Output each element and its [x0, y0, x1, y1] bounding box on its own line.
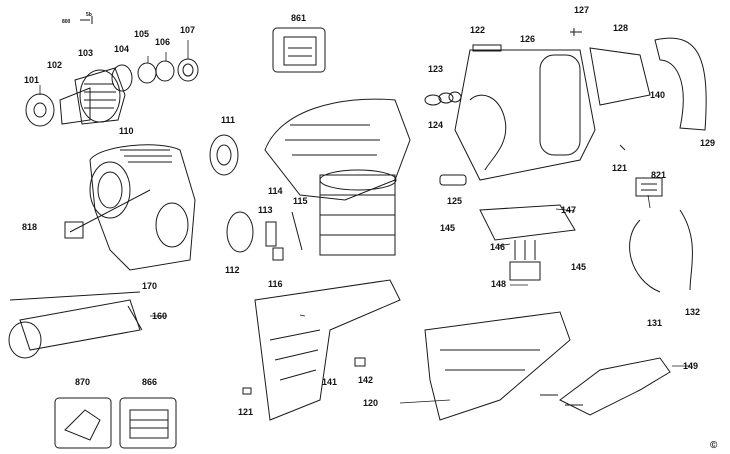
part-label-800: 800 [62, 19, 71, 25]
part-label-132: 132 [685, 307, 701, 317]
part-label-146: 146 [490, 242, 506, 252]
part-label-101: 101 [24, 75, 40, 85]
part-label-142: 142 [358, 375, 374, 385]
part-label-121-bottom: 121 [238, 407, 254, 417]
chuck-assembly-drawing [25, 16, 199, 127]
battery-boxes-drawing [54, 397, 177, 449]
part-label-105: 105 [134, 29, 150, 39]
part-label-145-right: 145 [571, 262, 587, 272]
part-label-113: 113 [258, 205, 273, 215]
part-label-106: 106 [155, 37, 171, 47]
leader-lines [39, 40, 690, 404]
housing-110-drawing [64, 144, 196, 271]
copyright-mark: © [710, 440, 718, 451]
part-label-145-left: 145 [440, 223, 456, 233]
part-label-120: 120 [363, 398, 379, 408]
part-label-103: 103 [78, 48, 94, 58]
side-handle-drawing [8, 291, 143, 359]
part-label-5b: 5b [86, 12, 92, 18]
part-label-818: 818 [22, 222, 38, 232]
part-label-125: 125 [447, 196, 463, 206]
part-label-160: 160 [152, 311, 168, 321]
part-label-127: 127 [574, 5, 590, 15]
handle-assembly-drawing [424, 28, 707, 181]
part-label-147: 147 [561, 205, 577, 215]
part-label-124: 124 [428, 120, 444, 130]
part-label-115: 115 [293, 196, 308, 206]
part-label-104: 104 [114, 44, 130, 54]
part-label-148: 148 [491, 279, 507, 289]
part-label-861: 861 [291, 13, 307, 23]
part-label-107: 107 [180, 25, 196, 35]
switch-parts-drawing [439, 174, 576, 281]
part-label-870: 870 [75, 377, 91, 387]
kit-box-861-drawing [272, 27, 326, 73]
part-label-122: 122 [470, 25, 486, 35]
part-label-866: 866 [142, 377, 158, 387]
small-parts-111-116-drawing [209, 134, 303, 261]
cord-and-label-drawing [619, 144, 693, 293]
part-label-140: 140 [650, 90, 666, 100]
drill-body-drawing [264, 98, 411, 256]
part-label-126: 126 [520, 34, 536, 44]
part-label-112: 112 [225, 265, 240, 275]
part-label-141: 141 [322, 377, 338, 387]
part-label-110: 110 [119, 126, 134, 136]
part-label-121-top: 121 [612, 163, 628, 173]
part-label-123: 123 [428, 64, 444, 74]
part-label-102: 102 [47, 60, 63, 70]
part-label-821: 821 [651, 170, 667, 180]
part-label-131: 131 [647, 318, 663, 328]
part-label-170: 170 [142, 281, 158, 291]
part-label-116: 116 [268, 279, 283, 289]
part-label-128: 128 [613, 23, 629, 33]
trigger-149-drawing [540, 357, 671, 416]
part-label-111: 111 [221, 115, 236, 125]
part-label-149: 149 [683, 361, 699, 371]
lower-housing-drawing [242, 279, 571, 421]
part-label-114: 114 [268, 186, 283, 196]
part-label-129: 129 [700, 138, 716, 148]
